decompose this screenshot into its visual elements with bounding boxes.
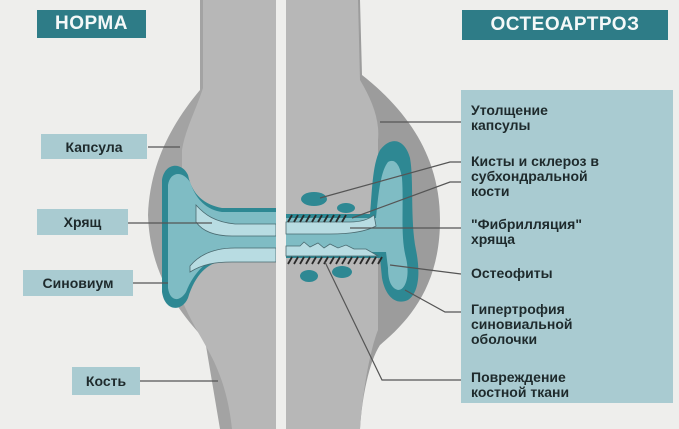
oa-cysts xyxy=(300,192,355,282)
oa-sclerosis-top xyxy=(287,214,347,223)
legend-synovial-hypertrophy: Гипертрофия синовиальной оболочки xyxy=(471,301,573,347)
oa-cartilage-bottom xyxy=(285,241,380,257)
legend-cysts-sclerosis: Кисты и склероз в субхондральной кости xyxy=(471,153,599,199)
osteoarthritis-legend-panel: Утолщение капсулы Кисты и склероз в субх… xyxy=(461,90,673,403)
legend-capsule-thickening: Утолщение капсулы xyxy=(471,102,548,133)
center-divider xyxy=(276,0,286,429)
title-osteoarthritis: ОСТЕОАРТРОЗ xyxy=(462,10,668,40)
legend-fibrillation: "Фибрилляция" хряща xyxy=(471,216,582,247)
title-normal: НОРМА xyxy=(37,10,146,38)
label-cartilage: Хрящ xyxy=(37,209,128,235)
legend-bone-damage: Повреждение костной ткани xyxy=(471,369,570,400)
normal-joint xyxy=(148,0,277,429)
oa-sclerosis-bottom xyxy=(287,256,383,265)
label-bone: Кость xyxy=(72,367,140,395)
label-synovium: Синовиум xyxy=(23,270,133,296)
legend-osteophytes: Остеофиты xyxy=(471,265,553,281)
label-capsule: Капсула xyxy=(41,134,147,159)
leader-lines xyxy=(128,121,462,382)
oa-cartilage-top xyxy=(285,214,377,235)
